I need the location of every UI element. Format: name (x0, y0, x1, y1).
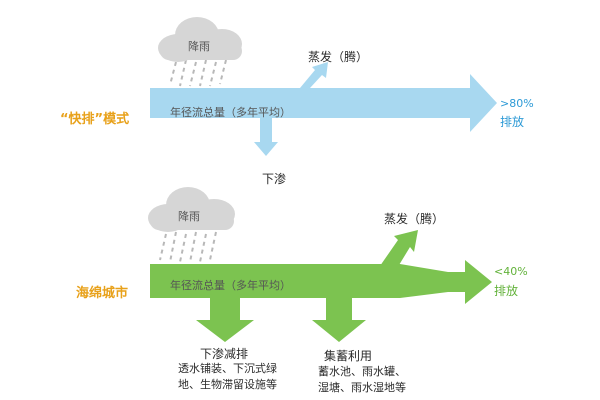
runoff-arrow-top (150, 74, 497, 132)
discharge-label-bottom: 排放 (494, 284, 519, 298)
flow-label-bottom: 年径流总量（多年平均） (170, 279, 291, 292)
storage-arrow-bottom (312, 296, 366, 342)
rain-cloud-icon-top (158, 17, 242, 62)
evaporation-label-bottom: 蒸发（腾） (384, 212, 445, 226)
storage-detail-line1: 蓄水池、雨水罐、 (318, 365, 406, 378)
evaporation-arrow-bottom (380, 230, 418, 270)
rain-cloud-icon-bottom (148, 187, 235, 232)
infiltration-arrow-bottom (196, 298, 254, 342)
infiltration-label-bottom: 下渗减排 (200, 347, 249, 361)
infiltration-arrow-top (254, 118, 278, 156)
storage-detail-line2: 湿塘、雨水湿地等 (318, 381, 406, 394)
rain-drops-bottom (159, 231, 217, 263)
evaporation-arrow-top (300, 62, 328, 88)
rain-drops-top (169, 59, 227, 87)
mode-label-bottom: 海绵城市 (76, 286, 129, 301)
flow-label-top: 年径流总量（多年平均） (170, 106, 291, 119)
infiltration-detail-line2: 地、生物滞留设施等 (178, 378, 277, 391)
mode-label-top: “快排”模式 (60, 112, 130, 127)
discharge-percent-top: >80% (500, 97, 534, 110)
discharge-label-top: 排放 (500, 115, 525, 129)
cloud-label-bottom: 降雨 (178, 210, 200, 223)
cloud-label-top: 降雨 (188, 40, 210, 53)
evaporation-label-top: 蒸发（腾） (308, 50, 369, 64)
infiltration-detail-line1: 透水铺装、下沉式绿 (178, 362, 277, 375)
storage-label-bottom: 集蓄利用 (324, 349, 373, 363)
infiltration-label-top: 下渗 (262, 172, 287, 186)
runoff-arrow-bottom (150, 260, 492, 304)
discharge-percent-bottom: <40% (494, 265, 528, 278)
